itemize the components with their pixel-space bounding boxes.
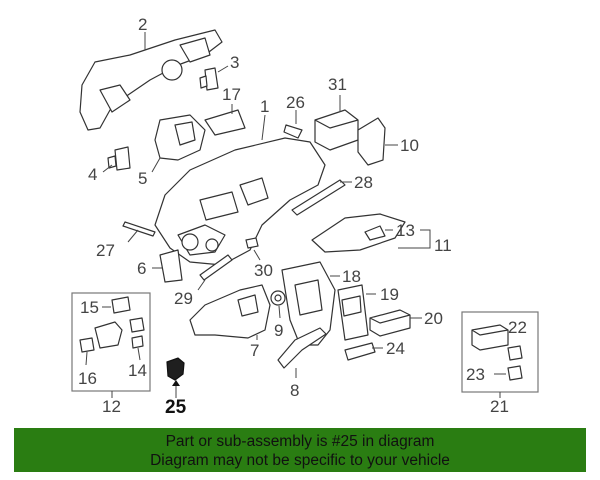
label-3: 3 [230, 53, 239, 72]
label-22: 22 [508, 318, 527, 337]
part-1-instrument-panel [154, 114, 326, 266]
part-4-bracket [102, 146, 131, 173]
part-11-right-panel [311, 213, 431, 253]
banner-line-1: Part or sub-assembly is #25 in diagram [165, 433, 435, 450]
part-28-trim-strip [291, 179, 352, 216]
label-2: 2 [138, 15, 147, 34]
label-15: 15 [80, 298, 99, 317]
banner-line-2: Diagram may not be specific to your vehi… [150, 452, 450, 469]
label-24: 24 [386, 339, 405, 358]
part-19-bezel [337, 284, 376, 341]
label-16: 16 [78, 369, 97, 388]
label-1: 1 [260, 97, 269, 116]
label-25-highlighted: 25 [165, 397, 187, 418]
label-30: 30 [254, 261, 273, 280]
label-29: 29 [174, 289, 193, 308]
part-6-end-cap [152, 249, 183, 283]
part-18-center-bezel [281, 261, 340, 346]
part-30-clip [245, 237, 261, 261]
part-27-strip [122, 221, 156, 243]
label-26: 26 [286, 93, 305, 112]
label-9: 9 [274, 321, 283, 340]
part-8-trim [277, 327, 327, 378]
part-9-knob [270, 290, 286, 319]
part-5-side-bracket [151, 114, 206, 173]
label-7: 7 [250, 341, 259, 360]
label-11: 11 [434, 236, 452, 255]
label-27: 27 [96, 241, 115, 260]
part-10-bracket [357, 117, 398, 166]
label-17: 17 [222, 85, 241, 104]
part-26-clip [283, 110, 303, 139]
part-3-bracket [199, 65, 229, 91]
label-23: 23 [466, 365, 485, 384]
label-18: 18 [342, 267, 361, 286]
info-banner: Part or sub-assembly is #25 in diagram D… [14, 428, 586, 472]
part-7-lower-panel [189, 284, 271, 340]
part-25-highlighted [166, 357, 185, 398]
label-14: 14 [128, 361, 147, 380]
label-21: 21 [490, 397, 509, 416]
label-19: 19 [380, 285, 399, 304]
label-20: 20 [424, 309, 443, 328]
label-5: 5 [138, 169, 147, 188]
part-31-module [314, 95, 359, 151]
label-12: 12 [102, 397, 121, 416]
label-28: 28 [354, 173, 373, 192]
label-13: 13 [396, 221, 415, 240]
parts-diagram: 1 2 3 4 5 6 7 8 9 10 11 12 13 14 15 16 1… [71, 15, 539, 418]
part-17-panel [204, 104, 246, 136]
part-24-panel [344, 342, 383, 361]
part-20-storage-box [369, 309, 422, 337]
label-8: 8 [290, 381, 299, 400]
part-29-strip [197, 254, 233, 291]
group-12-box [71, 292, 151, 398]
label-10: 10 [400, 136, 419, 155]
label-6: 6 [137, 259, 146, 278]
part-2-reinforcement [79, 29, 223, 131]
group-21-box [461, 311, 539, 398]
label-4: 4 [88, 165, 97, 184]
label-31: 31 [328, 75, 347, 94]
